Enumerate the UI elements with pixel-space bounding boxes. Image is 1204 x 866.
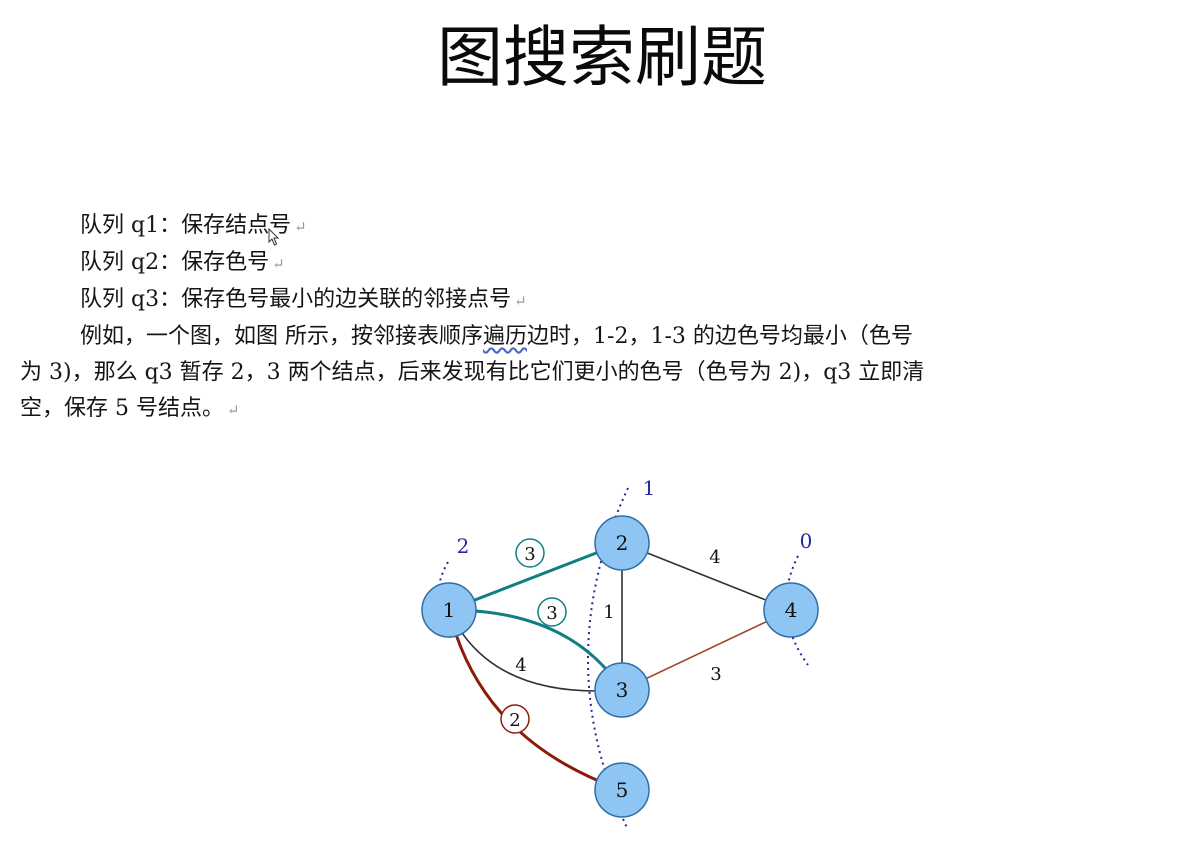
pilcrow-mark: ↵ <box>514 292 527 310</box>
edge-1-5 <box>447 609 623 792</box>
spellcheck-underlined-word: 遍历 <box>483 324 528 349</box>
paragraph-example-line3: 空，保存 5 号结点。↵ <box>20 391 1180 428</box>
q3-text: 队列 q3：保存色号最小的边关联的邻接点号 <box>80 287 512 312</box>
pilcrow-mark: ↵ <box>226 401 240 419</box>
weight-1-3-lower: 4 <box>515 655 526 676</box>
paragraph-q2: 队列 q2：保存色号↵ <box>20 245 1180 282</box>
example-text-part1: 例如，一个图，如图 所示，按邻接表顺序 <box>80 324 483 349</box>
pilcrow-mark: ↵ <box>272 255 285 273</box>
node-label: 4 <box>785 598 798 622</box>
paragraph-example-line2: 为 3)，那么 q3 暂存 2，3 两个结点，后来发现有比它们更小的色号（色号为… <box>20 360 925 385</box>
edge-2-4 <box>621 542 792 611</box>
frontier-label-right: 0 <box>800 529 813 553</box>
graph-node-1: 1 <box>421 582 477 638</box>
q1-text: 队列 q1：保存结点号 <box>80 213 292 238</box>
node-label: 2 <box>616 531 629 555</box>
weight-label: 3 <box>524 544 535 565</box>
paragraph-q1: 队列 q1：保存结点号↵ <box>20 208 1180 245</box>
edge-3-4 <box>621 609 792 691</box>
edge-1-2 <box>448 541 623 612</box>
example-text-part2: 边时，1-2，1-3 的边色号均最小（色号 <box>527 324 913 349</box>
paragraph-example-line1: 例如，一个图，如图 所示，按邻接表顺序遍历边时，1-2，1-3 的边色号均最小（… <box>20 319 1180 355</box>
node-label: 1 <box>443 598 456 622</box>
document-body: 队列 q1：保存结点号↵ 队列 q2：保存色号↵ 队列 q3：保存色号最小的边关… <box>20 208 1180 428</box>
weight-3-4: 3 <box>710 664 721 685</box>
circled-weight-1-3: 3 <box>537 597 567 627</box>
pilcrow-mark: ↵ <box>294 218 307 236</box>
weight-2-3: 1 <box>603 602 614 623</box>
circled-weight-1-2: 3 <box>515 538 545 568</box>
frontier-label-left: 2 <box>457 534 470 558</box>
node-label: 5 <box>616 778 629 802</box>
node-label: 3 <box>616 678 629 702</box>
frontier-arc-right <box>785 555 809 666</box>
circled-weight-1-5: 2 <box>500 704 530 734</box>
frontier-label-middle: 1 <box>643 476 656 500</box>
paragraph-q3: 队列 q3：保存色号最小的边关联的邻接点号↵ <box>20 282 1180 319</box>
mouse-cursor-icon <box>268 228 280 246</box>
weight-label: 2 <box>509 710 520 731</box>
graph-node-2: 2 <box>594 515 650 571</box>
graph-node-5: 5 <box>594 762 650 818</box>
graph-node-4: 4 <box>763 582 819 638</box>
example-text-line3: 空，保存 5 号结点。 <box>20 396 224 421</box>
page-title: 图搜索刷题 <box>437 19 767 96</box>
weight-label: 3 <box>546 603 557 624</box>
weight-2-4: 4 <box>709 547 720 568</box>
q2-text: 队列 q2：保存色号 <box>80 250 270 275</box>
graph-node-3: 3 <box>594 662 650 718</box>
